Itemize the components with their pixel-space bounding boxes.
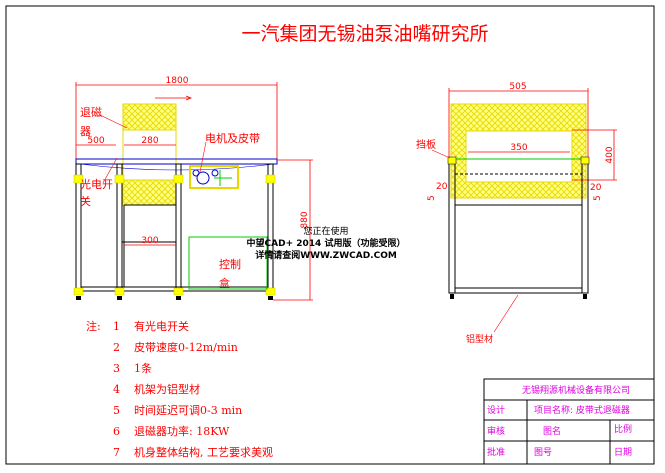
company-name: 无锡翔源机械设备有限公司 [522, 384, 630, 396]
side-view: 505 350 400 20 20 5 5 挡板 铝型材 [416, 82, 617, 345]
dim-505: 505 [509, 82, 526, 92]
label-drawing-name: 图名 [543, 425, 561, 437]
note-num: 6 [113, 425, 120, 438]
dim-400: 400 [605, 146, 615, 163]
label-baffle: 挡板 [416, 138, 436, 151]
label-aluminum-profile: 铝型材 [466, 333, 493, 345]
control-box [188, 236, 268, 290]
motor-pulley-icon [196, 171, 210, 185]
note-text: 时间延迟可调0-3 min [134, 404, 242, 417]
note-text: 1条 [134, 361, 152, 375]
note-num: 2 [113, 341, 120, 354]
watermark-line-2: 中望CAD+ 2014 试用版（功能受限） [247, 237, 406, 249]
label-control-box: 控制 [219, 257, 241, 271]
note-text: 皮带速度0-12m/min [134, 340, 238, 354]
dim-5-left: 5 [427, 195, 437, 201]
label-photo-switch: 光电开 [80, 177, 113, 191]
note-num: 5 [113, 404, 120, 417]
drawing-title: 一汽集团无锡油泵油嘴研究所 [241, 23, 488, 45]
dim-300: 300 [141, 236, 158, 246]
trial-watermark: 您正在使用 中望CAD+ 2014 试用版（功能受限） 详情请查阅WWW.ZWC… [247, 225, 406, 261]
dim-350: 350 [510, 143, 527, 153]
note-num: 4 [113, 383, 120, 396]
note-num: 1 [113, 320, 120, 333]
notes-prefix: 注: [86, 319, 101, 333]
drawing-border [5, 5, 655, 465]
dim-1800: 1800 [166, 76, 189, 86]
label-control-box-2: 盒 [219, 276, 230, 290]
demagnetizer-upper [122, 103, 177, 131]
project-name: 项目名称: 皮带式退磁器 [534, 404, 630, 416]
dim-280: 280 [141, 136, 158, 146]
label-motor-belt: 电机及皮带 [205, 131, 260, 145]
label-review: 审核 [487, 425, 505, 437]
label-date: 日期 [614, 447, 632, 458]
note-text: 退磁器功率: 18KW [134, 424, 230, 438]
dim-5-right: 5 [593, 195, 603, 201]
note-text: 有光电开关 [134, 319, 189, 333]
notes: 注: 1 有光电开关 2 皮带速度0-12m/min 3 1条 4 机架为铝型材… [86, 319, 273, 459]
demagnetizer-section [450, 103, 587, 199]
title-block: 无锡翔源机械设备有限公司 设计 项目名称: 皮带式退磁器 审核 图名 比例 批准… [483, 378, 655, 465]
note-num: 3 [113, 362, 120, 375]
watermark-line-3: 详情请查阅WWW.ZWCAD.COM [255, 249, 397, 261]
label-design: 设计 [487, 404, 505, 416]
dim-880: 880 [300, 211, 310, 228]
note-text: 机身整体结构, 工艺要求美观 [134, 445, 273, 459]
dim-500: 500 [87, 136, 104, 146]
watermark-line-1: 您正在使用 [303, 225, 348, 237]
note-num: 7 [113, 446, 120, 459]
label-photo-switch-2: 关 [80, 194, 91, 208]
label-demagnetizer-2: 器 [80, 125, 91, 138]
label-drawing-no: 图号 [534, 447, 552, 458]
label-scale: 比例 [614, 423, 632, 435]
feet [76, 296, 273, 300]
dim-20-left: 20 [436, 182, 448, 192]
note-text: 机架为铝型材 [134, 382, 200, 396]
demagnetizer-lower [122, 179, 177, 206]
dim-20-right: 20 [590, 183, 602, 193]
label-approve: 批准 [487, 446, 505, 458]
motor-box [189, 165, 239, 189]
front-view: 1800 280 500 [73, 76, 313, 301]
label-demagnetizer: 退磁 [80, 106, 102, 119]
